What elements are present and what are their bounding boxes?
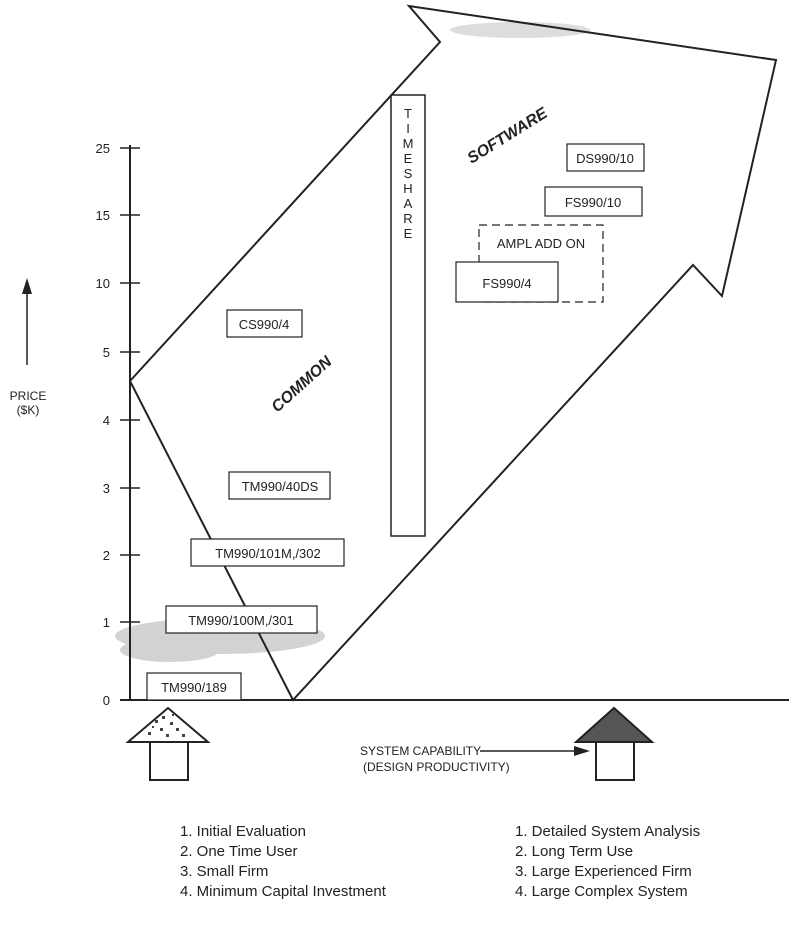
timeshare-letter: E xyxy=(404,226,413,241)
list-item: 3. Small Firm xyxy=(180,863,269,880)
y-tick-label: 0 xyxy=(103,693,110,708)
list-item: 2. Long Term Use xyxy=(515,843,634,860)
system-box: TM990/40DS xyxy=(228,471,331,500)
right-use-case-list: 1. Detailed System Analysis 2. Long Term… xyxy=(515,822,700,902)
y-tick-label: 10 xyxy=(96,276,110,291)
system-box-label: FS990/4 xyxy=(482,276,531,291)
y-tick-labels: 0 1 2 3 4 5 10 15 25 xyxy=(96,141,110,708)
y-tick-label: 25 xyxy=(96,141,110,156)
speckle-texture xyxy=(115,22,590,662)
list-item: 4. Large Complex System xyxy=(515,883,688,900)
system-box-label: FS990/10 xyxy=(565,195,621,210)
timeshare-letter: R xyxy=(403,211,412,226)
system-box-label: DS990/10 xyxy=(576,151,634,166)
timeshare-letter: E xyxy=(404,151,413,166)
x-axis-title: SYSTEM CAPABILITY xyxy=(360,744,481,758)
house-icon-left xyxy=(125,706,211,781)
y-tick-label: 2 xyxy=(103,548,110,563)
timeshare-letter: I xyxy=(406,121,410,136)
software-band-label: SOFTWARE xyxy=(465,104,552,167)
system-box: TM990/100M,/301 xyxy=(165,605,318,634)
y-axis-title: PRICE xyxy=(10,389,47,403)
y-tick-label: 15 xyxy=(96,208,110,223)
system-box: TM990/189 xyxy=(146,672,242,701)
system-box-label: AMPL ADD ON xyxy=(497,236,585,251)
timeshare-letter: A xyxy=(404,196,413,211)
system-box-label: CS990/4 xyxy=(239,317,290,332)
list-item: 1. Initial Evaluation xyxy=(180,823,306,840)
system-box: DS990/10 xyxy=(566,143,645,172)
system-box: FS990/4 xyxy=(455,261,559,303)
list-item: 3. Large Experienced Firm xyxy=(515,863,692,880)
list-item: 4. Minimum Capital Investment xyxy=(180,883,386,900)
price-arrow xyxy=(22,278,32,365)
system-box-label: TM990/100M,/301 xyxy=(188,613,294,628)
timeshare-letter: T xyxy=(404,106,412,121)
system-box-label: TM990/101M,/302 xyxy=(215,546,321,561)
y-tick-label: 1 xyxy=(103,615,110,630)
x-axis-subtitle: (DESIGN PRODUCTIVITY) xyxy=(363,760,510,774)
system-box-label: TM990/40DS xyxy=(242,479,319,494)
y-tick-label: 5 xyxy=(103,345,110,360)
timeshare-letter: S xyxy=(404,166,413,181)
system-box: FS990/10 xyxy=(544,186,643,217)
y-axis-unit: ($K) xyxy=(17,403,40,417)
list-item: 1. Detailed System Analysis xyxy=(515,823,701,840)
capability-arrow-outline xyxy=(128,4,778,702)
system-box: TM990/101M,/302 xyxy=(190,538,345,567)
timeshare-letter: H xyxy=(403,181,412,196)
list-item: 2. One Time User xyxy=(180,843,298,860)
system-box: CS990/4 xyxy=(226,309,303,338)
y-tick-label: 3 xyxy=(103,481,110,496)
system-box-label: TM990/189 xyxy=(161,680,227,695)
common-band-label: COMMON xyxy=(269,353,336,416)
y-ticks xyxy=(120,147,140,701)
timeshare-letter: M xyxy=(403,136,414,151)
y-tick-label: 4 xyxy=(103,413,110,428)
left-use-case-list: 1. Initial Evaluation 2. One Time User 3… xyxy=(180,822,386,902)
x-axis-arrow xyxy=(480,746,590,756)
timeshare-bar xyxy=(390,94,426,537)
house-icon-right xyxy=(573,706,655,781)
